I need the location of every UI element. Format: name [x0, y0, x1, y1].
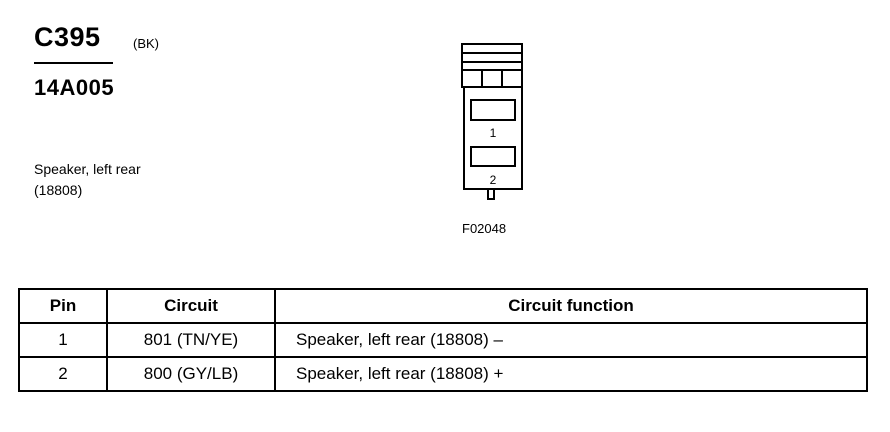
circuit-function-cell: Speaker, left rear (18808) –	[274, 322, 868, 358]
pin-1-cavity	[470, 99, 516, 121]
connector-top-cap	[461, 43, 523, 71]
pin-2-terminal-stub	[487, 188, 495, 200]
header-circuit-function: Circuit function	[274, 288, 868, 324]
header-circuit: Circuit	[106, 288, 276, 324]
description-line-2: (18808)	[34, 182, 83, 198]
circuit-function-cell: Speaker, left rear (18808) +	[274, 356, 868, 392]
part-number: 14A005	[34, 75, 115, 100]
header-pin: Pin	[18, 288, 108, 324]
circuit-cell: 800 (GY/LB)	[106, 356, 276, 392]
connector-id-underline	[34, 62, 113, 64]
connector-description: Speaker, left rear (18808)	[34, 159, 141, 201]
circuit-cell: 801 (TN/YE)	[106, 322, 276, 358]
connector-face-diagram: 1 2	[461, 43, 523, 200]
connector-id: C395	[34, 22, 101, 52]
pin-1-label: 1	[490, 126, 497, 140]
pinout-table: Pin Circuit Circuit function 1 801 (TN/Y…	[18, 288, 868, 392]
pin-2-cavity	[470, 146, 516, 167]
pin-cell: 1	[18, 322, 108, 358]
pin-cell: 2	[18, 356, 108, 392]
table-header-row: Pin Circuit Circuit function	[18, 288, 868, 324]
latch-tabs	[461, 69, 523, 88]
description-line-1: Speaker, left rear	[34, 161, 141, 177]
table-row: 1 801 (TN/YE) Speaker, left rear (18808)…	[18, 322, 868, 358]
figure-id: F02048	[462, 221, 507, 236]
pin-2-label: 2	[490, 173, 497, 187]
connector-color: (BK)	[133, 36, 159, 51]
table-row: 2 800 (GY/LB) Speaker, left rear (18808)…	[18, 356, 868, 392]
